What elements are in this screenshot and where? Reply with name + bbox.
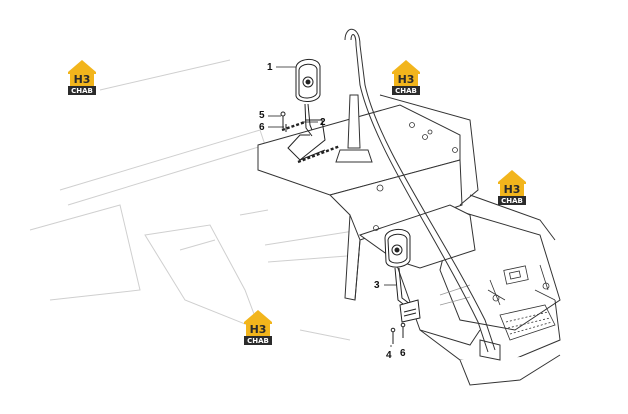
watermark-logo: H3 CHAB bbox=[498, 170, 526, 205]
watermark-brand: CHAB bbox=[501, 197, 523, 205]
callout-6-lower: 6 bbox=[400, 348, 406, 359]
watermark-letters: H3 bbox=[74, 73, 91, 86]
watermark-brand: CHAB bbox=[247, 337, 269, 345]
upper-bracket bbox=[281, 119, 341, 164]
callout-1: 1 bbox=[267, 62, 273, 73]
leader-lines bbox=[268, 66, 396, 347]
exhaust-pipe bbox=[335, 94, 373, 163]
callout-6-upper: 6 bbox=[259, 122, 265, 133]
left-body-outline bbox=[29, 59, 361, 341]
callout-4: 4 bbox=[386, 350, 392, 361]
callout-labels: 1 2 3 4 5 6 6 bbox=[259, 62, 406, 361]
handrail bbox=[344, 28, 501, 361]
upper-bolts bbox=[280, 111, 287, 132]
watermark-letters: H3 bbox=[504, 183, 521, 196]
upper-mirror bbox=[295, 59, 321, 137]
engine-cover bbox=[257, 94, 561, 386]
cover-details bbox=[373, 122, 556, 341]
watermark-logo: H3 CHAB bbox=[244, 310, 272, 345]
watermark-logo: H3 CHAB bbox=[392, 60, 420, 95]
lower-bolts bbox=[390, 322, 406, 344]
watermark-brand: CHAB bbox=[71, 87, 93, 95]
lower-mirror bbox=[384, 229, 421, 323]
watermark-logo: H3 CHAB bbox=[68, 60, 96, 95]
callout-3: 3 bbox=[374, 280, 380, 291]
watermark-brand: CHAB bbox=[395, 87, 417, 95]
watermark-letters: H3 bbox=[250, 323, 267, 336]
watermark-letters: H3 bbox=[398, 73, 415, 86]
callout-5: 5 bbox=[259, 110, 265, 121]
callout-2: 2 bbox=[320, 117, 326, 128]
